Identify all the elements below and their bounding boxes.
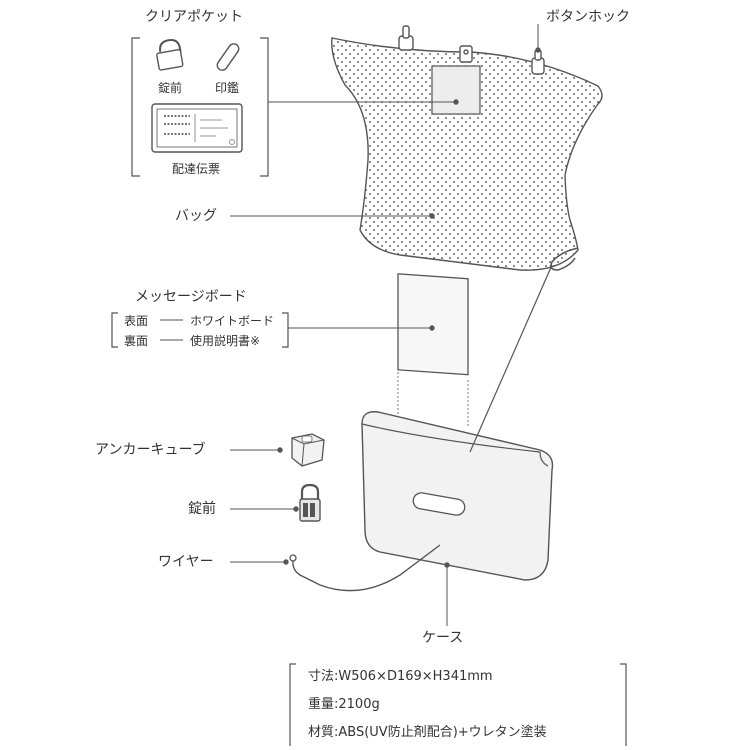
anchor-cube-label: アンカーキューブ xyxy=(95,442,206,458)
wire-from-bag xyxy=(469,264,553,453)
button-hooks xyxy=(398,25,545,75)
seal-label: 印鑑 xyxy=(215,81,240,95)
anchor-cube-icon xyxy=(291,433,325,467)
padlock-label: 錠前 xyxy=(188,501,216,517)
front-label: 表面 xyxy=(124,314,149,328)
wire-icon xyxy=(292,544,441,592)
case-handle-slot xyxy=(412,492,466,516)
bag-strap-hook xyxy=(550,247,579,271)
wire-label: ワイヤー xyxy=(158,554,214,570)
clear-pocket-label: クリアポケット xyxy=(145,9,243,25)
spec-material: 材質:ABS(UV防止剤配合)+ウレタン塗装 xyxy=(308,725,547,740)
back-value: 使用説明書※ xyxy=(190,334,261,348)
message-board xyxy=(397,273,469,376)
case-rim xyxy=(361,423,549,467)
case-body xyxy=(361,411,554,581)
bag-clear-pocket xyxy=(431,65,481,115)
button-hook-label: ボタンホック xyxy=(546,9,630,25)
leader-lines xyxy=(230,24,541,626)
case-label: ケース xyxy=(422,630,464,646)
spec-dimensions: 寸法:W506×D169×H341mm xyxy=(308,669,493,684)
message-board-bracket xyxy=(111,312,289,348)
back-label: 裏面 xyxy=(124,334,149,348)
message-board-label: メッセージボード xyxy=(135,289,247,305)
padlock-small-icon xyxy=(156,38,184,71)
padlock-small-label: 錠前 xyxy=(158,81,183,95)
delivery-slip-icon xyxy=(151,103,243,153)
spec-weight: 重量:2100g xyxy=(308,697,380,712)
clear-pocket-bracket xyxy=(131,37,269,177)
seal-icon xyxy=(216,43,240,71)
bag-label: バッグ xyxy=(175,208,217,224)
delivery-slip-label: 配達伝票 xyxy=(172,162,221,176)
bag-body xyxy=(331,37,603,271)
padlock-icon xyxy=(299,483,321,522)
front-value: ホワイトボード xyxy=(190,314,275,328)
specs-bracket xyxy=(289,663,627,746)
